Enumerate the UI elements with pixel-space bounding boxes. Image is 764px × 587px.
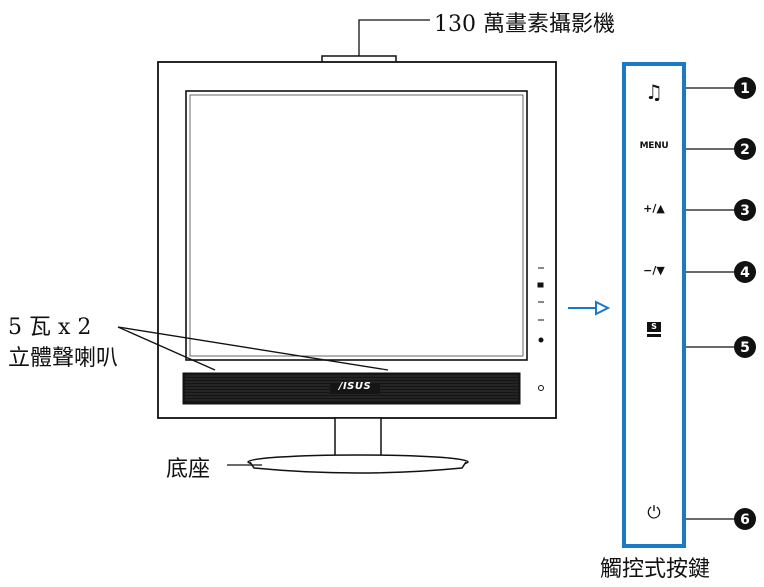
callout-number-5: 5 xyxy=(740,340,750,356)
callout-circle-6 xyxy=(734,508,756,530)
callout-number-2: 2 xyxy=(740,142,750,158)
expand-arrow xyxy=(568,300,611,316)
touch-keys-label: 觸控式按鍵 xyxy=(600,557,711,582)
stand-label: 底座 xyxy=(166,457,211,482)
callout-circle-2 xyxy=(734,138,756,160)
bezel-side-buttons xyxy=(537,267,544,343)
callout-circle-1 xyxy=(734,77,756,99)
plus-up-icon[interactable]: +/▲ xyxy=(643,202,665,215)
callout-number-4: 4 xyxy=(740,265,750,281)
music-note-icon[interactable]: ♫ xyxy=(645,80,663,104)
callout-circle-4 xyxy=(734,261,756,283)
button-callouts: 1 2 3 4 5 6 xyxy=(686,77,756,530)
webcam-callout-line xyxy=(358,19,430,56)
callout-circle-5 xyxy=(734,336,756,358)
speakers-label-line2: 立體聲喇叭 xyxy=(8,346,119,371)
speaker-grille xyxy=(182,372,521,405)
splendid-icon[interactable]: S xyxy=(647,322,661,337)
callout-number-6: 6 xyxy=(740,512,750,528)
power-icon[interactable]: ⏻ xyxy=(647,503,661,523)
splendid-icon-letter: S xyxy=(647,322,661,334)
asus-logo: /ISUS xyxy=(338,381,372,392)
stand-base xyxy=(247,454,469,474)
bezel-power-indicator xyxy=(538,385,544,391)
speaker-callout-lines xyxy=(117,326,389,371)
speakers-label-line1: 5 瓦 x 2 xyxy=(8,315,92,340)
minus-down-icon[interactable]: −/▼ xyxy=(643,264,665,277)
callout-circle-3 xyxy=(734,199,756,221)
callout-number-3: 3 xyxy=(740,203,750,219)
webcam-label: 130 萬畫素攝影機 xyxy=(434,12,615,37)
stand-neck xyxy=(334,417,382,459)
monitor-screen xyxy=(185,90,528,361)
menu-text-icon[interactable]: MENU xyxy=(639,141,669,151)
touch-key-panel xyxy=(622,62,686,548)
callout-number-1: 1 xyxy=(740,81,750,97)
